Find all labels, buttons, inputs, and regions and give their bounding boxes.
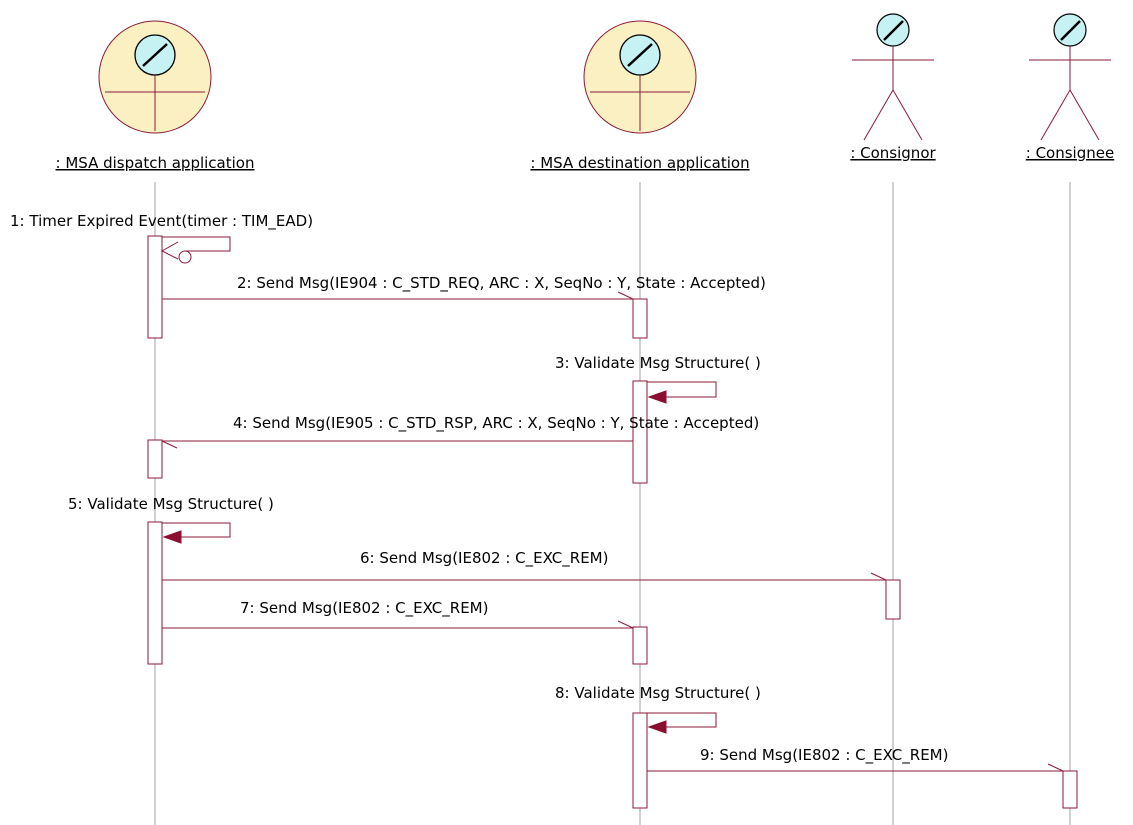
message-label: 1: Timer Expired Event(timer : TIM_EAD) — [10, 212, 313, 231]
message-arrow — [647, 712, 717, 734]
activation-bar — [632, 626, 648, 665]
message-arrow — [647, 381, 717, 404]
message-label: 3: Validate Msg Structure( ) — [555, 354, 761, 372]
activation-bar — [632, 380, 648, 484]
message-label: 6: Send Msg(IE802 : C_EXC_REM) — [360, 549, 608, 568]
message-arrow — [162, 522, 231, 544]
activation-bar — [147, 521, 163, 665]
message-label: 5: Validate Msg Structure( ) — [68, 495, 274, 513]
participant-label: : Consignor — [850, 144, 936, 162]
message-arrow — [160, 236, 231, 264]
participant-label: : Consignee — [1026, 144, 1114, 162]
message-label: 8: Validate Msg Structure( ) — [555, 684, 761, 702]
boundary-object-icon — [583, 20, 697, 134]
activation-bar — [147, 439, 163, 479]
message-label: 4: Send Msg(IE905 : C_STD_RSP, ARC : X, … — [233, 414, 759, 433]
activation-bar — [885, 579, 901, 620]
message-arrow — [161, 440, 633, 449]
participant-label: : MSA dispatch application — [56, 154, 255, 172]
participant-label: : MSA destination application — [530, 154, 749, 172]
activation-bar — [147, 235, 163, 339]
message-arrow — [162, 572, 887, 581]
activation-bar — [632, 298, 648, 339]
message-label: 2: Send Msg(IE904 : C_STD_REQ, ARC : X, … — [237, 274, 766, 293]
activation-bar — [632, 712, 648, 809]
message-arrow — [162, 291, 634, 300]
actor-icon — [1029, 13, 1111, 141]
message-arrow — [647, 763, 1064, 772]
message-label: 9: Send Msg(IE802 : C_EXC_REM) — [700, 746, 948, 765]
activation-bar — [1062, 770, 1078, 809]
boundary-object-icon — [98, 20, 212, 134]
actor-icon — [852, 13, 934, 141]
message-arrow — [162, 620, 634, 629]
message-label: 7: Send Msg(IE802 : C_EXC_REM) — [240, 599, 488, 618]
